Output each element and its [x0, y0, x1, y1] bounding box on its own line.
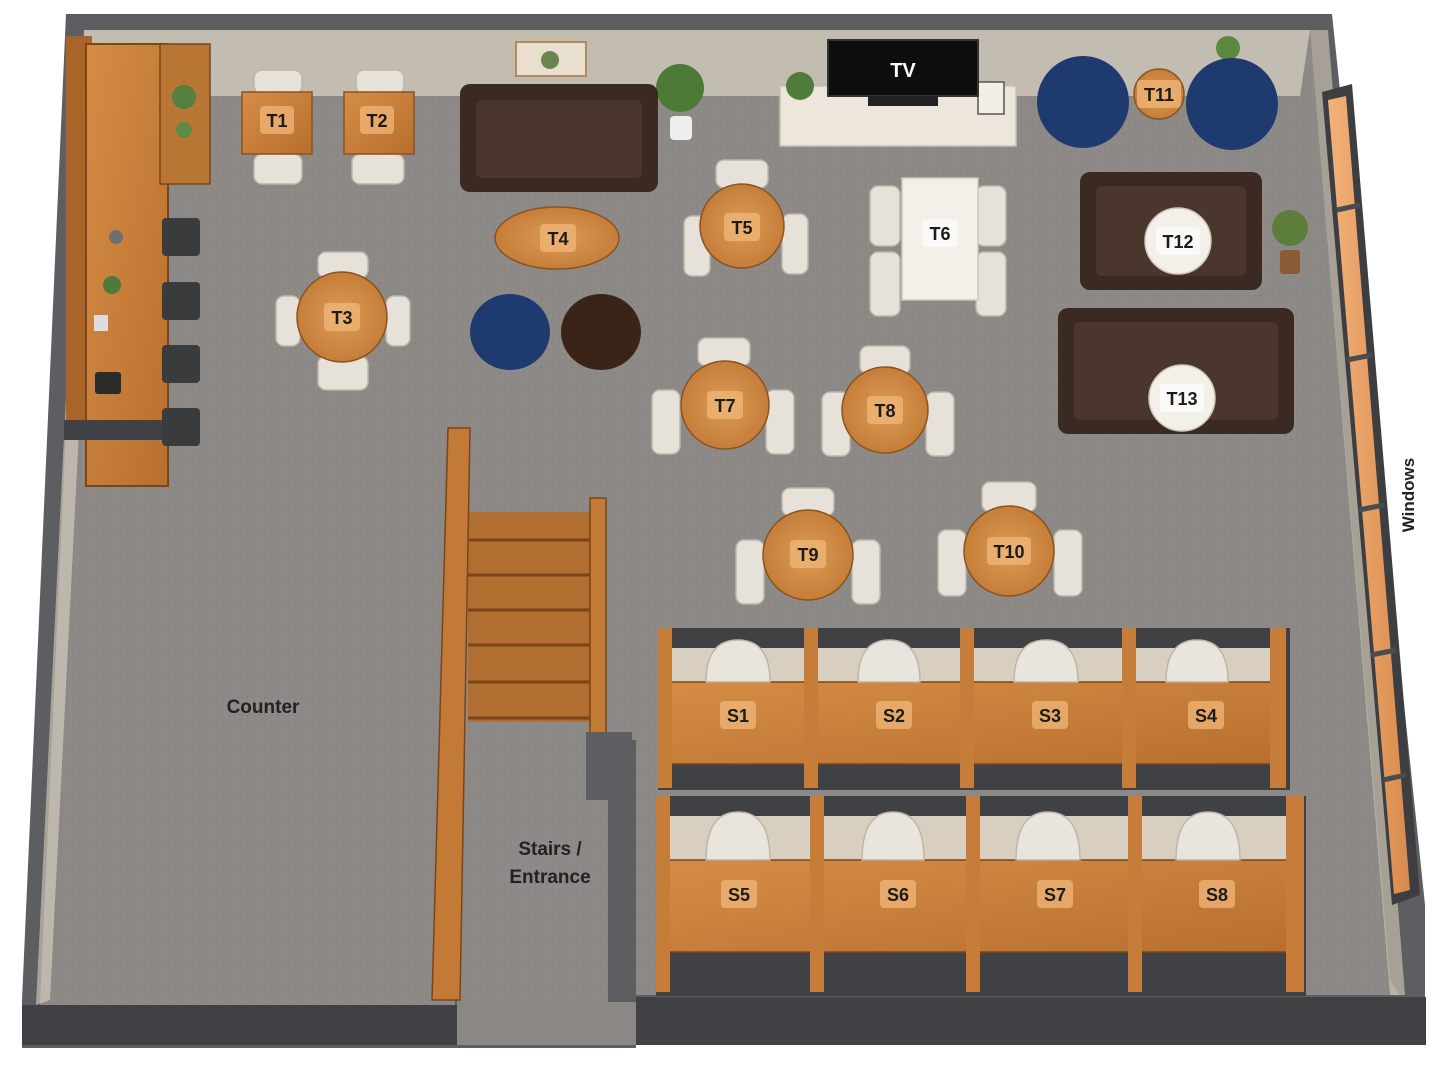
stairs-label-line2: Entrance: [509, 867, 590, 888]
table-label-t13: T13: [1166, 389, 1197, 409]
plant-icon: [656, 64, 704, 112]
table-t3[interactable]: T3: [324, 303, 360, 331]
carrel-chairs: [705, 639, 1241, 861]
stairs-label-line1: Stairs /: [518, 839, 582, 860]
table-label-t8: T8: [874, 401, 895, 421]
counter-label: Counter: [227, 697, 300, 718]
table-t7[interactable]: T7: [707, 391, 743, 419]
window-wall: [1322, 84, 1420, 905]
seat-s3[interactable]: S3: [1032, 701, 1068, 729]
plant-icon: [1216, 36, 1240, 60]
table-t13[interactable]: T13: [1160, 384, 1204, 412]
table-t4[interactable]: T4: [540, 224, 576, 252]
tv: TV: [827, 39, 979, 106]
seat-label-s5: S5: [728, 885, 750, 905]
seat-s2[interactable]: S2: [876, 701, 912, 729]
table-t11[interactable]: T11: [1137, 80, 1181, 108]
windows-label: Windows: [1399, 458, 1418, 532]
table-label-t6: T6: [929, 224, 950, 244]
bar-stools: [162, 218, 200, 446]
seat-s4[interactable]: S4: [1188, 701, 1224, 729]
table-t12[interactable]: T12: [1156, 227, 1200, 255]
table-t1[interactable]: T1: [260, 106, 294, 134]
sofa-top: [460, 84, 658, 192]
table-label-t5: T5: [731, 218, 752, 238]
table-t10[interactable]: T10: [987, 537, 1031, 565]
table-label-t12: T12: [1162, 232, 1193, 252]
table-t9[interactable]: T9: [790, 540, 826, 568]
beanbags: [470, 56, 1278, 370]
table-label-t7: T7: [714, 396, 735, 416]
table-t5[interactable]: T5: [724, 213, 760, 241]
table-label-t1: T1: [266, 111, 287, 131]
seat-label-s8: S8: [1206, 885, 1228, 905]
tv-label: TV: [890, 60, 916, 82]
table-label-t10: T10: [993, 542, 1024, 562]
bar-counter: [64, 36, 211, 487]
table-label-t2: T2: [366, 111, 387, 131]
staircase: [431, 427, 636, 1002]
table-label-t4: T4: [547, 229, 568, 249]
seat-label-s1: S1: [727, 706, 749, 726]
seat-label-s7: S7: [1044, 885, 1066, 905]
seat-label-s4: S4: [1195, 706, 1217, 726]
seat-label-s6: S6: [887, 885, 909, 905]
seat-s8[interactable]: S8: [1199, 880, 1235, 908]
seat-labels: S1 S2 S3 S4 S5 S6 S7 S8: [720, 701, 1235, 908]
table-t2[interactable]: T2: [360, 106, 394, 134]
table-label-t3: T3: [331, 308, 352, 328]
seat-s6[interactable]: S6: [880, 880, 916, 908]
seat-s7[interactable]: S7: [1037, 880, 1073, 908]
seat-label-s3: S3: [1039, 706, 1061, 726]
table-t6[interactable]: T6: [922, 219, 958, 247]
wall-art: [515, 41, 587, 77]
table-t8[interactable]: T8: [867, 396, 903, 424]
seat-s5[interactable]: S5: [721, 880, 757, 908]
table-label-t11: T11: [1144, 85, 1174, 105]
table-labels: T1 T2 T3 T4 T5 T6 T7 T8: [260, 80, 1204, 568]
table-label-t9: T9: [797, 545, 818, 565]
plant-icons: [656, 36, 1308, 274]
seat-label-s2: S2: [883, 706, 905, 726]
seat-s1[interactable]: S1: [720, 701, 756, 729]
plant-icon: [1272, 210, 1308, 246]
